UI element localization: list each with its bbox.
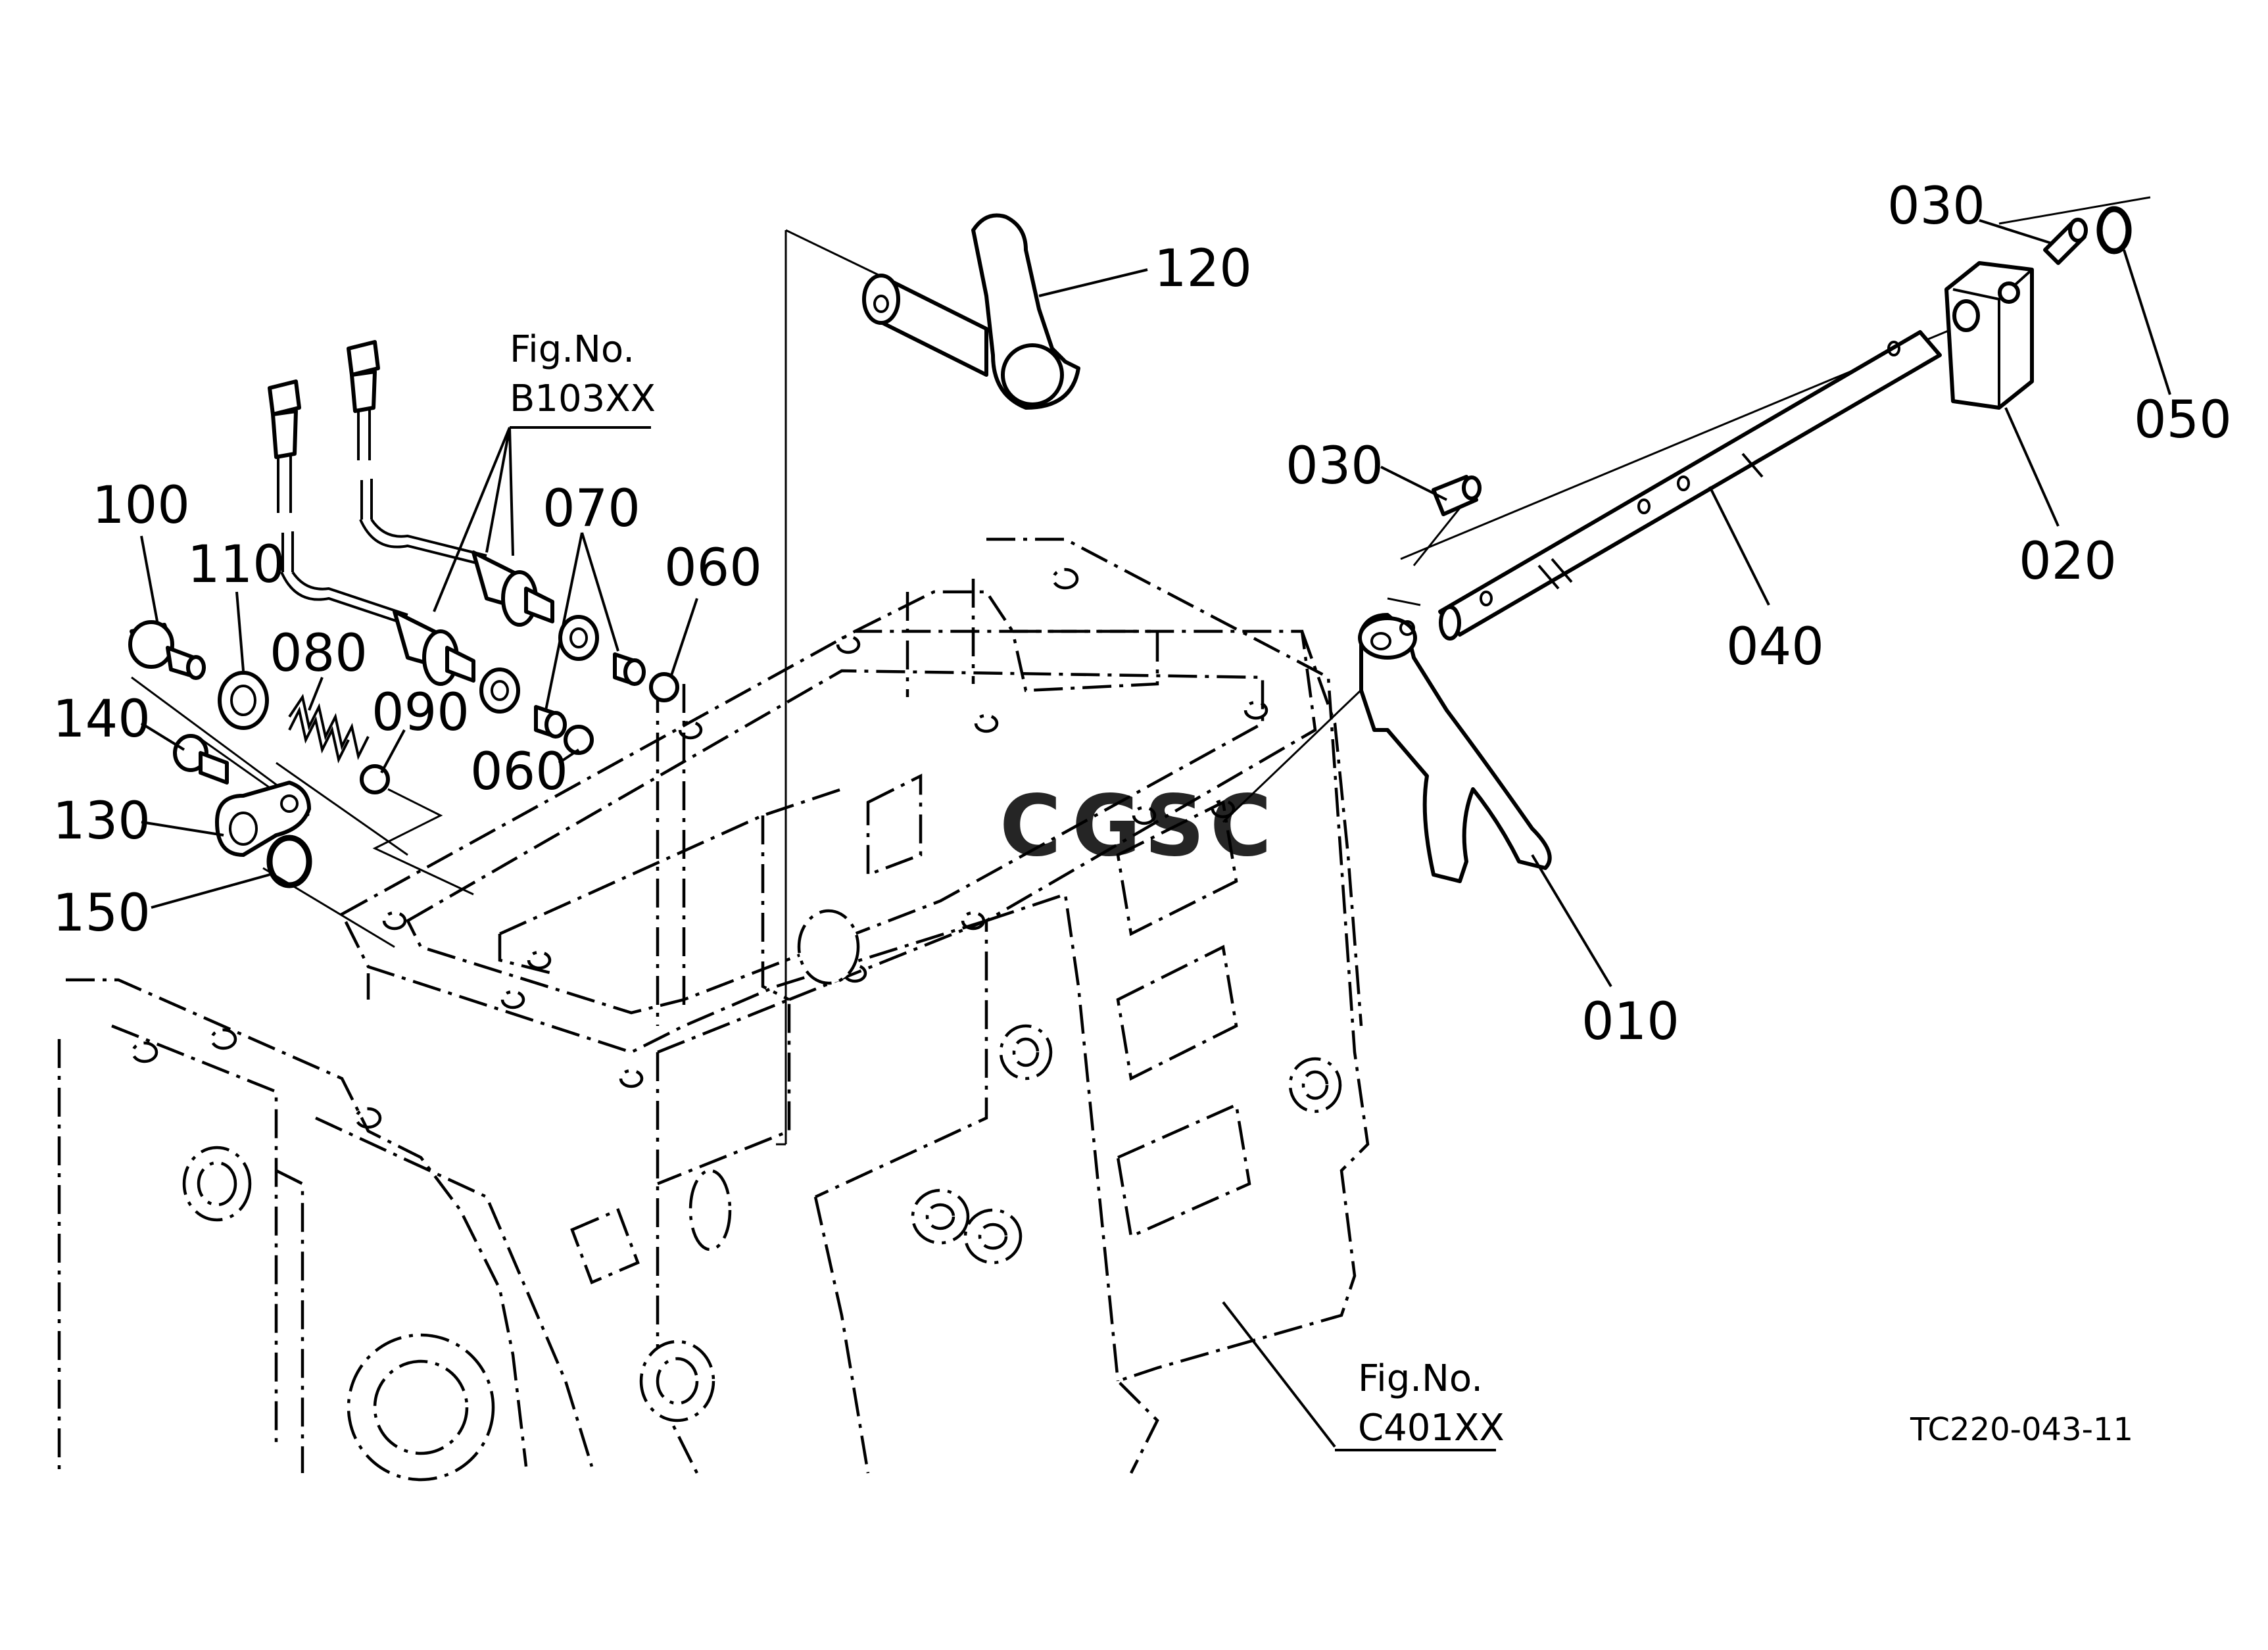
label-030-top: 030 [1887,177,1985,236]
label-030-middle: 030 [1286,437,1384,496]
label-150: 150 [53,884,151,943]
part-labels: 120 100 110 080 090 070 060 060 140 130 … [53,177,2232,1052]
label-050: 050 [2134,391,2232,450]
figure-ref-b103: Fig.No. B103XX [510,328,656,420]
leader-lines [140,219,2171,1448]
watermark-letter: C [1210,777,1272,875]
label-080: 080 [270,624,368,683]
label-100: 100 [92,476,190,535]
label-060-upper: 060 [664,539,762,598]
sensor-switches [268,340,651,686]
label-140: 140 [53,690,151,749]
transmission-housing [57,537,1370,1482]
label-070: 070 [543,479,640,539]
detent-parts [128,615,679,888]
fig-ref-b103-line1: Fig.No. [510,328,635,371]
label-130: 130 [53,792,151,851]
label-120: 120 [1154,239,1252,299]
shift-lever-shaft-120 [862,213,1080,410]
figure-ref-c401: Fig.No. C401XX [1335,1357,1505,1451]
label-060-lower: 060 [470,742,568,802]
fig-ref-c401-line1: Fig.No. [1358,1357,1483,1400]
fig-ref-c401-line2: C401XX [1358,1407,1505,1449]
watermark-letter: S [1144,777,1205,875]
watermark: C G S C [1000,777,1272,875]
watermark-letter: G [1072,777,1141,875]
watermark-letter: C [1000,777,1061,875]
label-040: 040 [1726,618,1824,677]
fig-ref-b103-line2: B103XX [510,377,656,420]
label-020: 020 [2019,532,2117,591]
label-110: 110 [187,535,285,594]
label-090: 090 [372,683,470,742]
label-010: 010 [1581,992,1679,1052]
drawing-code: TC220-043-11 [1910,1411,2133,1448]
shift-fork-assembly [1358,206,2132,883]
